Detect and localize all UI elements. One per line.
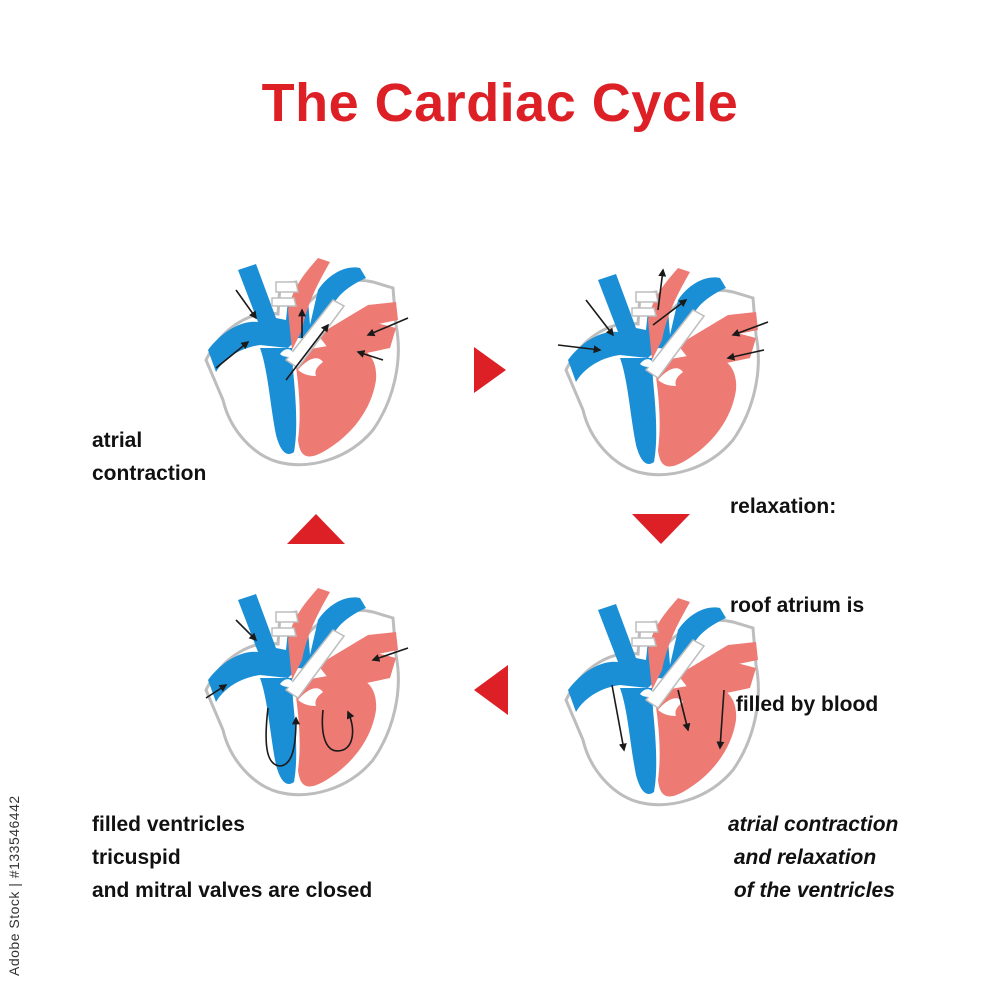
label-line: relaxation: [730, 495, 837, 518]
label-line: filled by blood [730, 693, 879, 716]
heart-diagram-ventricle-relaxation [528, 570, 778, 820]
triangle-up-icon [287, 514, 345, 544]
label-line: contraction [92, 462, 207, 485]
label-line: and relaxation [728, 846, 877, 869]
heart-diagram-filled-ventricles [168, 560, 409, 810]
stage-label-atrial-contraction-relaxation-ventricles: atrial contraction and relaxation of the… [728, 808, 898, 907]
label-line: tricuspid [92, 846, 181, 869]
stage-label-relaxation: relaxation: roof atrium is filled by blo… [730, 424, 878, 754]
triangle-down-icon [632, 514, 690, 544]
label-line: of the ventricles [728, 879, 895, 902]
label-line: roof atrium is [730, 594, 865, 617]
label-line: atrial [92, 429, 143, 452]
heart-diagram-atrial-contraction [168, 230, 409, 480]
triangle-right-icon [474, 347, 506, 393]
stage-label-filled-ventricles: filled ventricles tricuspid and mitral v… [92, 808, 372, 907]
label-line: filled ventricles [92, 813, 245, 836]
stock-id-watermark: Adobe Stock | #133546442 [6, 795, 22, 976]
page-title: The Cardiac Cycle [261, 73, 739, 133]
heart-diagram-relaxation [557, 240, 769, 490]
triangle-left-icon [474, 665, 508, 715]
label-line: atrial contraction [728, 813, 899, 836]
stage-label-atrial-contraction: atrial contraction [92, 424, 206, 490]
label-line: and mitral valves are closed [92, 879, 373, 902]
